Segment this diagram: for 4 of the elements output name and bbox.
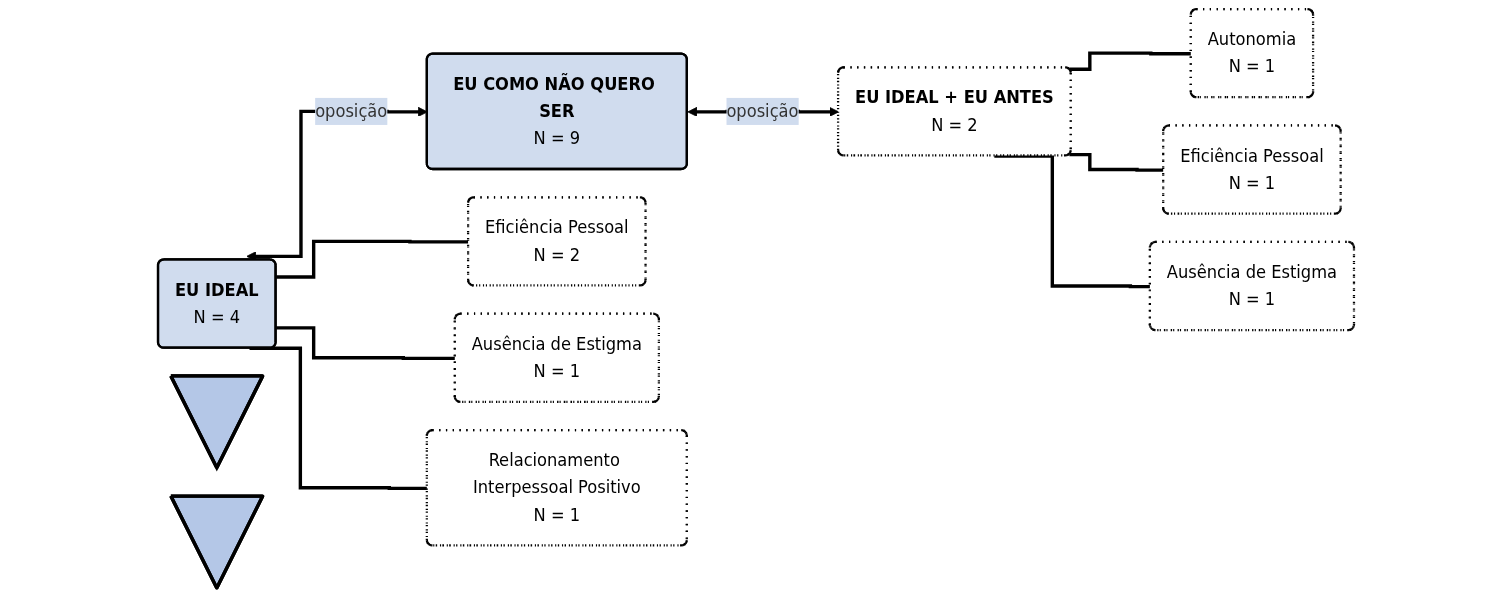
edge-label: oposição [726, 100, 799, 122]
connector [1069, 152, 1164, 172]
connector [276, 239, 469, 279]
edge-label: oposição [315, 100, 388, 122]
